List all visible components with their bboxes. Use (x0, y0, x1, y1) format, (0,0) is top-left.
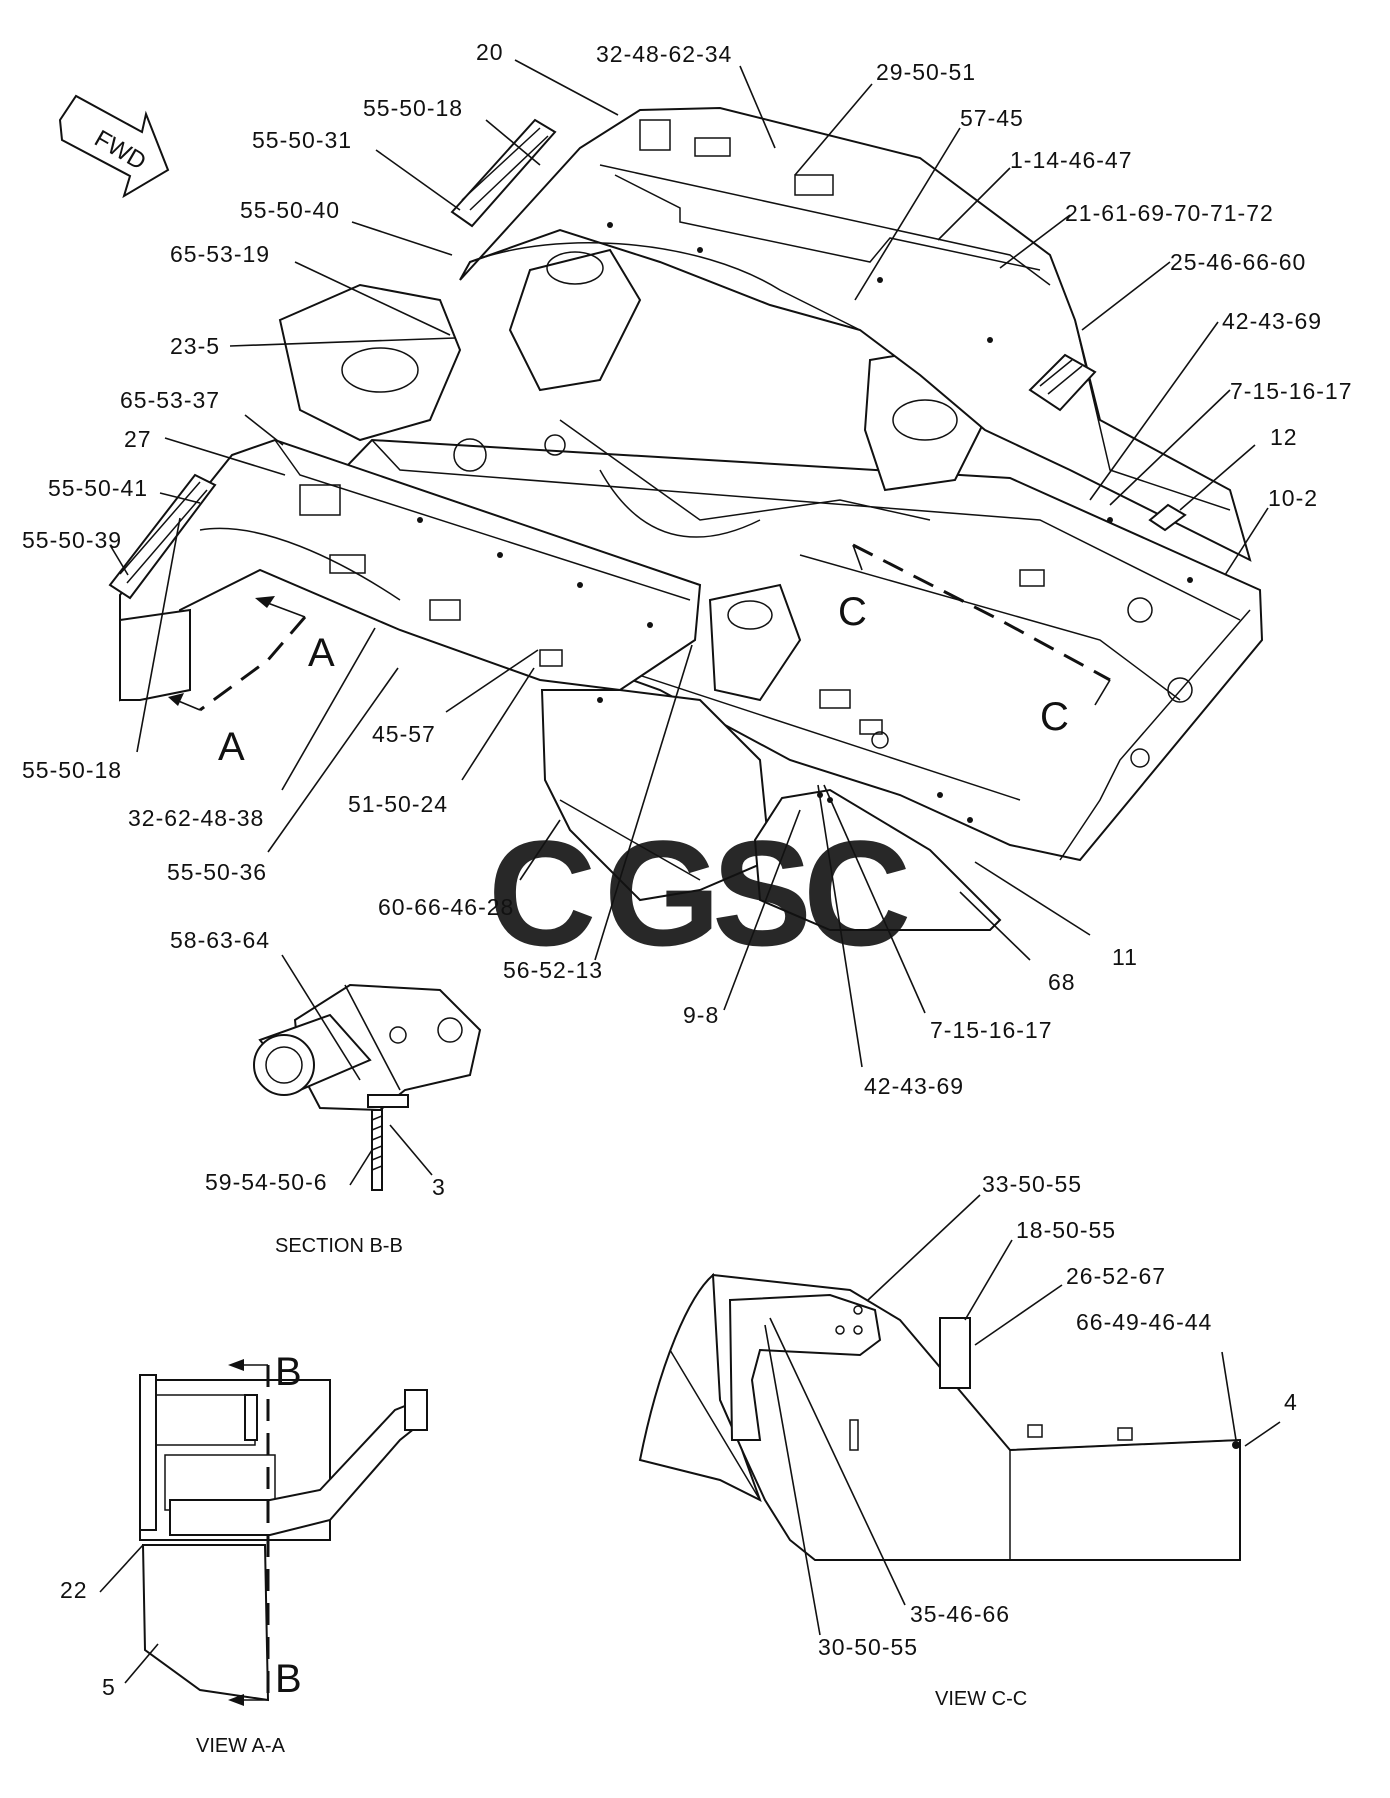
callout-25-46-66-60: 25-46-66-60 (1170, 249, 1306, 275)
callout-58-63-64: 58-63-64 (170, 927, 270, 953)
callout-66-49-46-44: 66-49-46-44 (1076, 1309, 1212, 1335)
view-cc: 33-50-55 18-50-55 26-52-67 66-49-46-44 4… (638, 1171, 1298, 1710)
callout-55-50-31: 55-50-31 (252, 127, 352, 153)
callout-27: 27 (124, 426, 152, 452)
callout-4: 4 (1284, 1389, 1298, 1415)
watermark-letter-1: C (488, 809, 596, 977)
caption-section-bb: SECTION B-B (275, 1235, 403, 1257)
watermark: C G S C (488, 809, 911, 977)
callout-42-43-69-top: 42-43-69 (1222, 308, 1322, 334)
callout-55-50-18-bottom: 55-50-18 (22, 757, 122, 783)
fwd-arrow: FWD (58, 94, 170, 199)
callout-1-14-46-47: 1-14-46-47 (1010, 147, 1133, 173)
callout-21-61-69-70-71-72: 21-61-69-70-71-72 (1065, 200, 1274, 226)
callout-3: 3 (432, 1174, 446, 1200)
leader-lines-main (109, 59, 1269, 1068)
callout-20: 20 (476, 39, 504, 65)
watermark-letter-3: S (712, 809, 812, 977)
upper-fender (450, 106, 1252, 562)
view-marker-c-left: C (838, 590, 867, 634)
callout-29-50-51: 29-50-51 (876, 59, 976, 85)
callout-9-8: 9-8 (683, 1002, 719, 1028)
view-marker-c-right: C (1040, 695, 1069, 739)
watermark-letter-2: G (604, 809, 721, 977)
caption-view-cc: VIEW C-C (935, 1688, 1027, 1710)
view-marker-b-bottom: B (275, 1657, 302, 1701)
callout-7-15-16-17-bottom: 7-15-16-17 (930, 1017, 1053, 1043)
view-markers-main: A A C C (218, 590, 1069, 769)
callout-42-43-69-bottom: 42-43-69 (864, 1073, 964, 1099)
callout-33-50-55: 33-50-55 (982, 1171, 1082, 1197)
callout-65-53-37: 65-53-37 (120, 387, 220, 413)
view-marker-a-bottom: A (218, 725, 245, 769)
callout-56-52-13: 56-52-13 (503, 957, 603, 983)
callout-18-50-55: 18-50-55 (1016, 1217, 1116, 1243)
callout-5: 5 (102, 1674, 116, 1700)
section-bb: 58-63-64 59-54-50-6 3 SECTION B-B (170, 927, 482, 1257)
callout-51-50-24: 51-50-24 (348, 791, 448, 817)
callouts-main: 20 32-48-62-34 29-50-51 57-45 1-14-46-47… (22, 39, 1353, 1099)
callout-10-2: 10-2 (1268, 485, 1318, 511)
callout-45-57: 45-57 (372, 721, 436, 747)
callout-59-54-50-6: 59-54-50-6 (205, 1169, 328, 1195)
lower-fender (108, 438, 702, 702)
callout-23-5: 23-5 (170, 333, 220, 359)
callout-68: 68 (1048, 969, 1076, 995)
side-panel (540, 689, 1002, 931)
cut-lines (168, 543, 1111, 712)
callout-7-15-16-17-top: 7-15-16-17 (1230, 378, 1353, 404)
callout-55-50-18-top: 55-50-18 (363, 95, 463, 121)
watermark-letter-4: C (803, 809, 911, 977)
view-marker-b-top: B (275, 1350, 302, 1394)
callout-55-50-40: 55-50-40 (240, 197, 340, 223)
callout-26-52-67: 26-52-67 (1066, 1263, 1166, 1289)
callout-65-53-19: 65-53-19 (170, 241, 270, 267)
callout-11: 11 (1112, 944, 1138, 970)
callout-35-46-66: 35-46-66 (910, 1601, 1010, 1627)
callout-55-50-41: 55-50-41 (48, 475, 148, 501)
caption-view-aa: VIEW A-A (196, 1735, 286, 1757)
callout-32-48-62-34: 32-48-62-34 (596, 41, 732, 67)
callout-55-50-36: 55-50-36 (167, 859, 267, 885)
callout-32-62-48-38: 32-62-48-38 (128, 805, 264, 831)
callout-60-66-46-28: 60-66-46-28 (378, 894, 514, 920)
callout-22: 22 (60, 1577, 88, 1603)
view-aa: B B 22 5 VIEW A-A (60, 1350, 428, 1757)
callout-12: 12 (1270, 424, 1298, 450)
callout-57-45: 57-45 (960, 105, 1024, 131)
view-marker-a-top: A (308, 631, 335, 675)
callout-30-50-55: 30-50-55 (818, 1634, 918, 1660)
callout-55-50-39: 55-50-39 (22, 527, 122, 553)
